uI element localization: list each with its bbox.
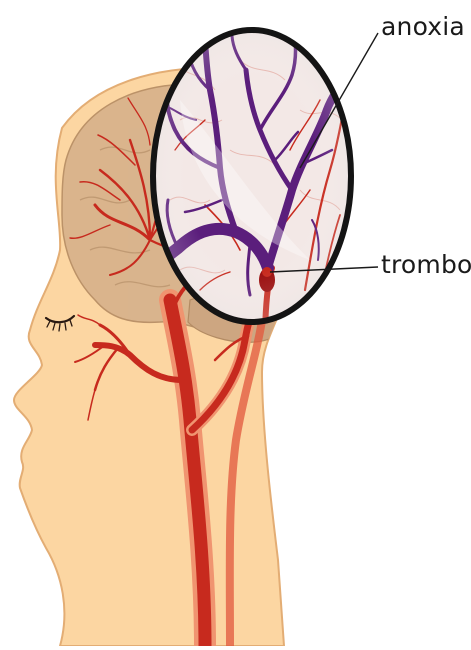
trombo-label: trombo <box>381 252 471 277</box>
anoxia-label: anoxia <box>381 14 465 39</box>
